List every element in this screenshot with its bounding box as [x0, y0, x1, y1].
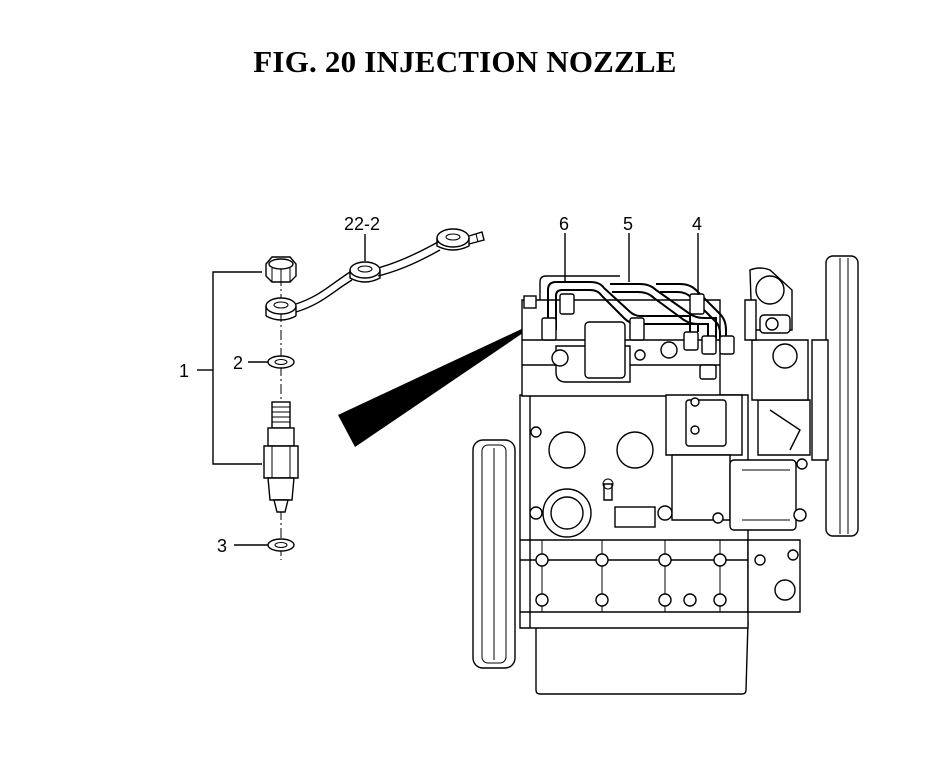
- callout-22-2-label: 22-2: [344, 214, 380, 234]
- callout-3-label: 3: [217, 536, 227, 556]
- figure-title: FIG. 20 INJECTION NOZZLE: [253, 44, 677, 79]
- callout-2-label: 2: [233, 353, 243, 373]
- nozzle-assembly: 1 22-2: [179, 214, 485, 560]
- copper-washer-upper: [267, 355, 295, 369]
- callout-4-label: 4: [692, 214, 702, 234]
- engine-illustration: [472, 233, 859, 695]
- nozzle-nut: [265, 256, 297, 283]
- fuel-leak-pipe: [265, 228, 485, 321]
- nozzle-holder: [263, 401, 299, 513]
- callout-6-label: 6: [559, 214, 569, 234]
- copper-washer-lower: [267, 538, 295, 552]
- location-pointer: [338, 318, 545, 447]
- callout-1-bracket: [212, 271, 262, 465]
- callout-5-label: 5: [623, 214, 633, 234]
- callout-1-label: 1: [179, 361, 189, 381]
